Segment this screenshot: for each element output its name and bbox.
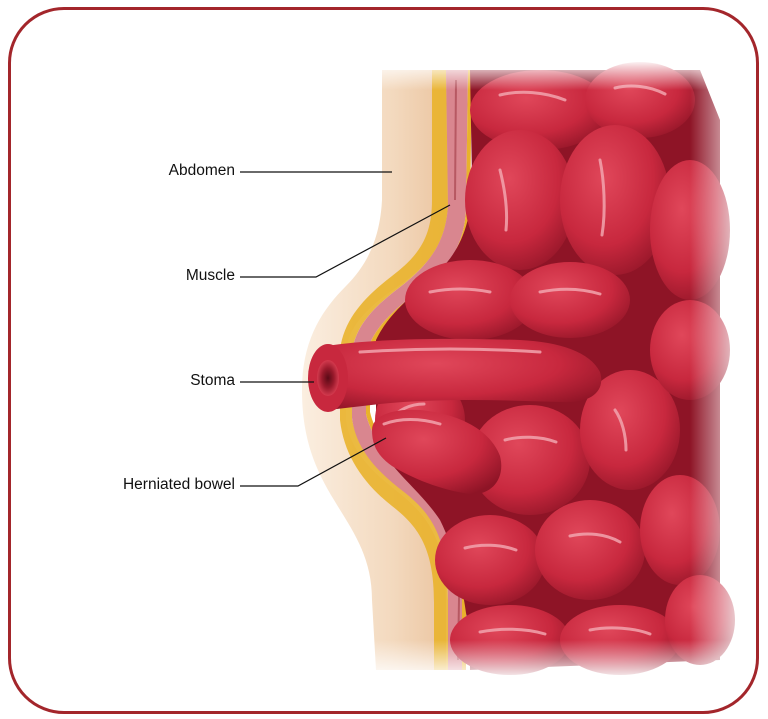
label-abdomen: Abdomen	[169, 163, 235, 179]
label-muscle: Muscle	[186, 268, 235, 284]
fade-right	[690, 60, 750, 680]
fade-top	[360, 60, 740, 90]
label-herniated-bowel: Herniated bowel	[123, 477, 235, 493]
stoma-opening-inner	[317, 360, 339, 396]
fade-bottom	[360, 640, 740, 680]
label-stoma: Stoma	[190, 373, 235, 389]
